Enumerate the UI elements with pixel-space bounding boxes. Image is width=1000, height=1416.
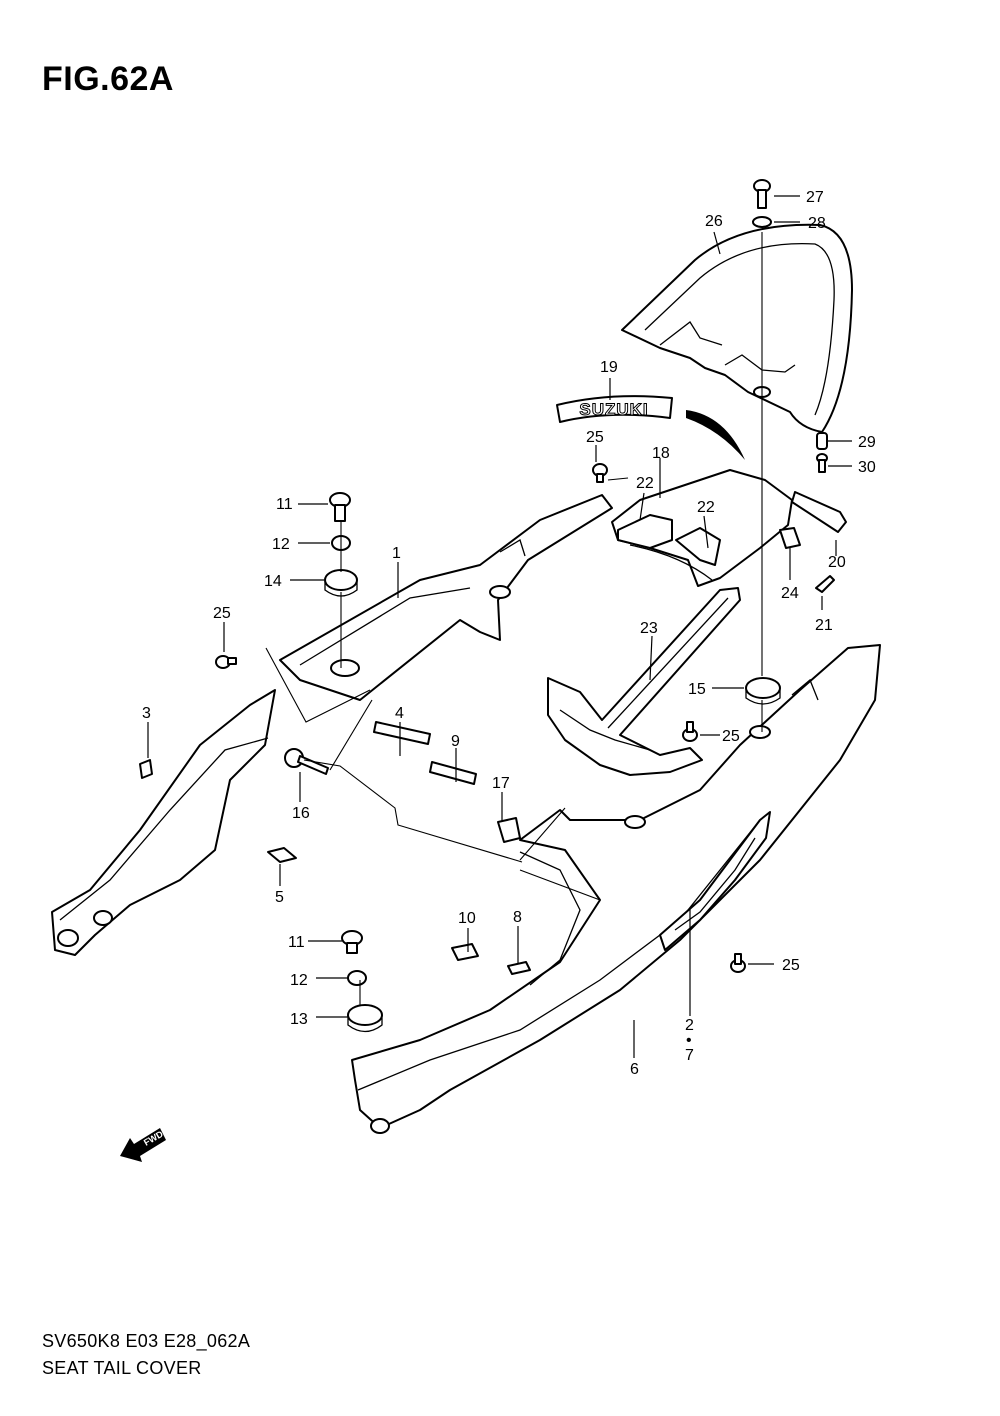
callout-13: 13 xyxy=(290,1011,308,1028)
left-tail-cover-part-1 xyxy=(279,494,613,701)
callout-20: 20 xyxy=(828,554,846,571)
fastener-part-25-b xyxy=(215,655,237,669)
fastener-part-25-c xyxy=(682,721,698,742)
suzuki-emblem-part-19: SUZUKI xyxy=(556,395,673,423)
bolt-part-27 xyxy=(753,179,771,209)
callout-8: 8 xyxy=(513,909,522,926)
callout-24: 24 xyxy=(781,585,799,602)
model-code: SV650K8 E03 E28_062A xyxy=(42,1331,251,1351)
grommet-part-13 xyxy=(347,1004,383,1033)
callout-23: 23 xyxy=(640,620,658,637)
washer-part-28 xyxy=(752,216,772,228)
rear-cover-part-18 xyxy=(611,469,793,587)
callout-dot: • xyxy=(686,1032,692,1049)
decal-part-10 xyxy=(451,943,479,961)
decal-part-5 xyxy=(267,847,297,863)
clip-part-24 xyxy=(779,527,801,549)
callout-25-a: 25 xyxy=(586,429,604,446)
callout-6: 6 xyxy=(630,1061,639,1078)
decal-part-4 xyxy=(373,721,431,745)
fastener-part-25-a xyxy=(592,463,608,483)
decal-part-3 xyxy=(139,759,153,779)
leader-lines xyxy=(147,195,852,1058)
callout-14: 14 xyxy=(264,573,282,590)
callout-29: 29 xyxy=(858,434,876,451)
callout-12-upper: 12 xyxy=(272,536,290,553)
diagram-name: SEAT TAIL COVER xyxy=(42,1358,202,1378)
screw-part-30 xyxy=(816,453,828,473)
callout-5: 5 xyxy=(275,889,284,906)
callout-25-d: 25 xyxy=(782,957,800,974)
callout-18: 18 xyxy=(652,445,670,462)
callout-11-lower: 11 xyxy=(288,934,305,951)
forward-arrow-icon: FWD xyxy=(120,1128,166,1162)
callout-9: 9 xyxy=(451,733,460,750)
callout-1: 1 xyxy=(392,545,401,562)
right-tail-cover-part-6 xyxy=(351,644,881,1134)
callout-19: 19 xyxy=(600,359,618,376)
callout-25-c: 25 xyxy=(722,728,740,745)
screw-part-11-upper xyxy=(329,492,351,522)
callout-16: 16 xyxy=(292,805,310,822)
callout-7: 7 xyxy=(685,1047,694,1064)
callout-12-lower: 12 xyxy=(290,972,308,989)
side-rail-part-3 xyxy=(51,689,276,956)
assembly-lines xyxy=(265,232,763,1005)
callout-27: 27 xyxy=(806,189,824,206)
callout-11-upper: 11 xyxy=(276,496,293,513)
callout-21: 21 xyxy=(815,617,833,634)
collar-part-12-lower xyxy=(347,970,367,986)
label-part-21 xyxy=(815,575,835,593)
callout-22-left: 22 xyxy=(636,475,654,492)
callout-labels: 1 2 • 7 3 4 5 6 8 9 10 11 11 12 12 13 14… xyxy=(142,189,876,1078)
callout-22-right: 22 xyxy=(697,499,715,516)
decal-part-9 xyxy=(429,761,477,785)
collar-part-29 xyxy=(816,432,828,450)
callout-3: 3 xyxy=(142,705,151,722)
emblem-text: SUZUKI xyxy=(579,400,648,419)
callout-4: 4 xyxy=(395,705,404,722)
decal-part-2 xyxy=(659,811,771,951)
decal-part-8 xyxy=(507,961,531,975)
bracket-part-23 xyxy=(547,587,741,776)
callout-25-b: 25 xyxy=(213,605,231,622)
figure-title: FIG.62A xyxy=(42,60,174,98)
callout-30: 30 xyxy=(858,459,876,476)
grommet-part-15 xyxy=(745,677,781,705)
trim-strip-part-20 xyxy=(791,491,847,533)
callout-28: 28 xyxy=(808,215,826,232)
callout-15: 15 xyxy=(688,681,706,698)
callout-10: 10 xyxy=(458,910,476,927)
fastener-part-25-d xyxy=(730,953,746,973)
screw-part-16 xyxy=(284,748,329,775)
emblem-stripe xyxy=(686,410,745,460)
callout-17: 17 xyxy=(492,775,510,792)
callout-26: 26 xyxy=(705,213,723,230)
callout-2: 2 xyxy=(685,1017,694,1034)
clip-part-17 xyxy=(497,817,521,843)
screw-part-11-lower xyxy=(341,930,363,954)
